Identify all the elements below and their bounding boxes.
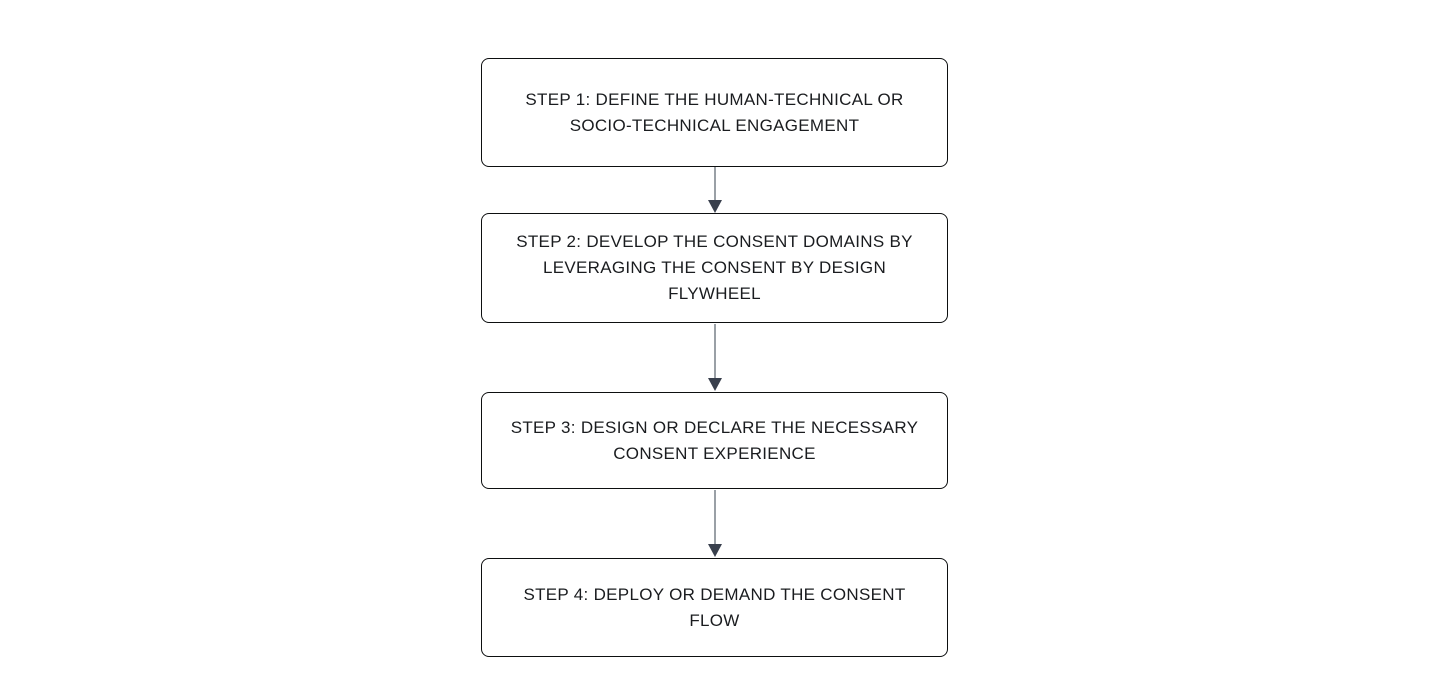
connector-line [714, 167, 716, 201]
arrow-down-icon [708, 378, 722, 391]
step-3-node: STEP 3: DESIGN OR DECLARE THE NECESSARY … [481, 392, 948, 489]
step-2-node: STEP 2: DEVELOP THE CONSENT DOMAINS BY L… [481, 213, 948, 323]
connector-line [714, 324, 716, 379]
connector-step3-step4 [705, 490, 725, 557]
step-1-node: STEP 1: DEFINE THE HUMAN-TECHNICAL OR SO… [481, 58, 948, 167]
connector-step1-step2 [705, 167, 725, 213]
arrow-down-icon [708, 200, 722, 213]
connector-line [714, 490, 716, 545]
step-4-label: STEP 4: DEPLOY OR DEMAND THE CONSENT FLO… [523, 584, 906, 630]
step-4-node: STEP 4: DEPLOY OR DEMAND THE CONSENT FLO… [481, 558, 948, 657]
step-3-label: STEP 3: DESIGN OR DECLARE THE NECESSARY … [510, 417, 919, 463]
step-2-label: STEP 2: DEVELOP THE CONSENT DOMAINS BY L… [516, 232, 913, 303]
connector-step2-step3 [705, 324, 725, 391]
arrow-down-icon [708, 544, 722, 557]
step-1-label: STEP 1: DEFINE THE HUMAN-TECHNICAL OR SO… [525, 89, 904, 135]
